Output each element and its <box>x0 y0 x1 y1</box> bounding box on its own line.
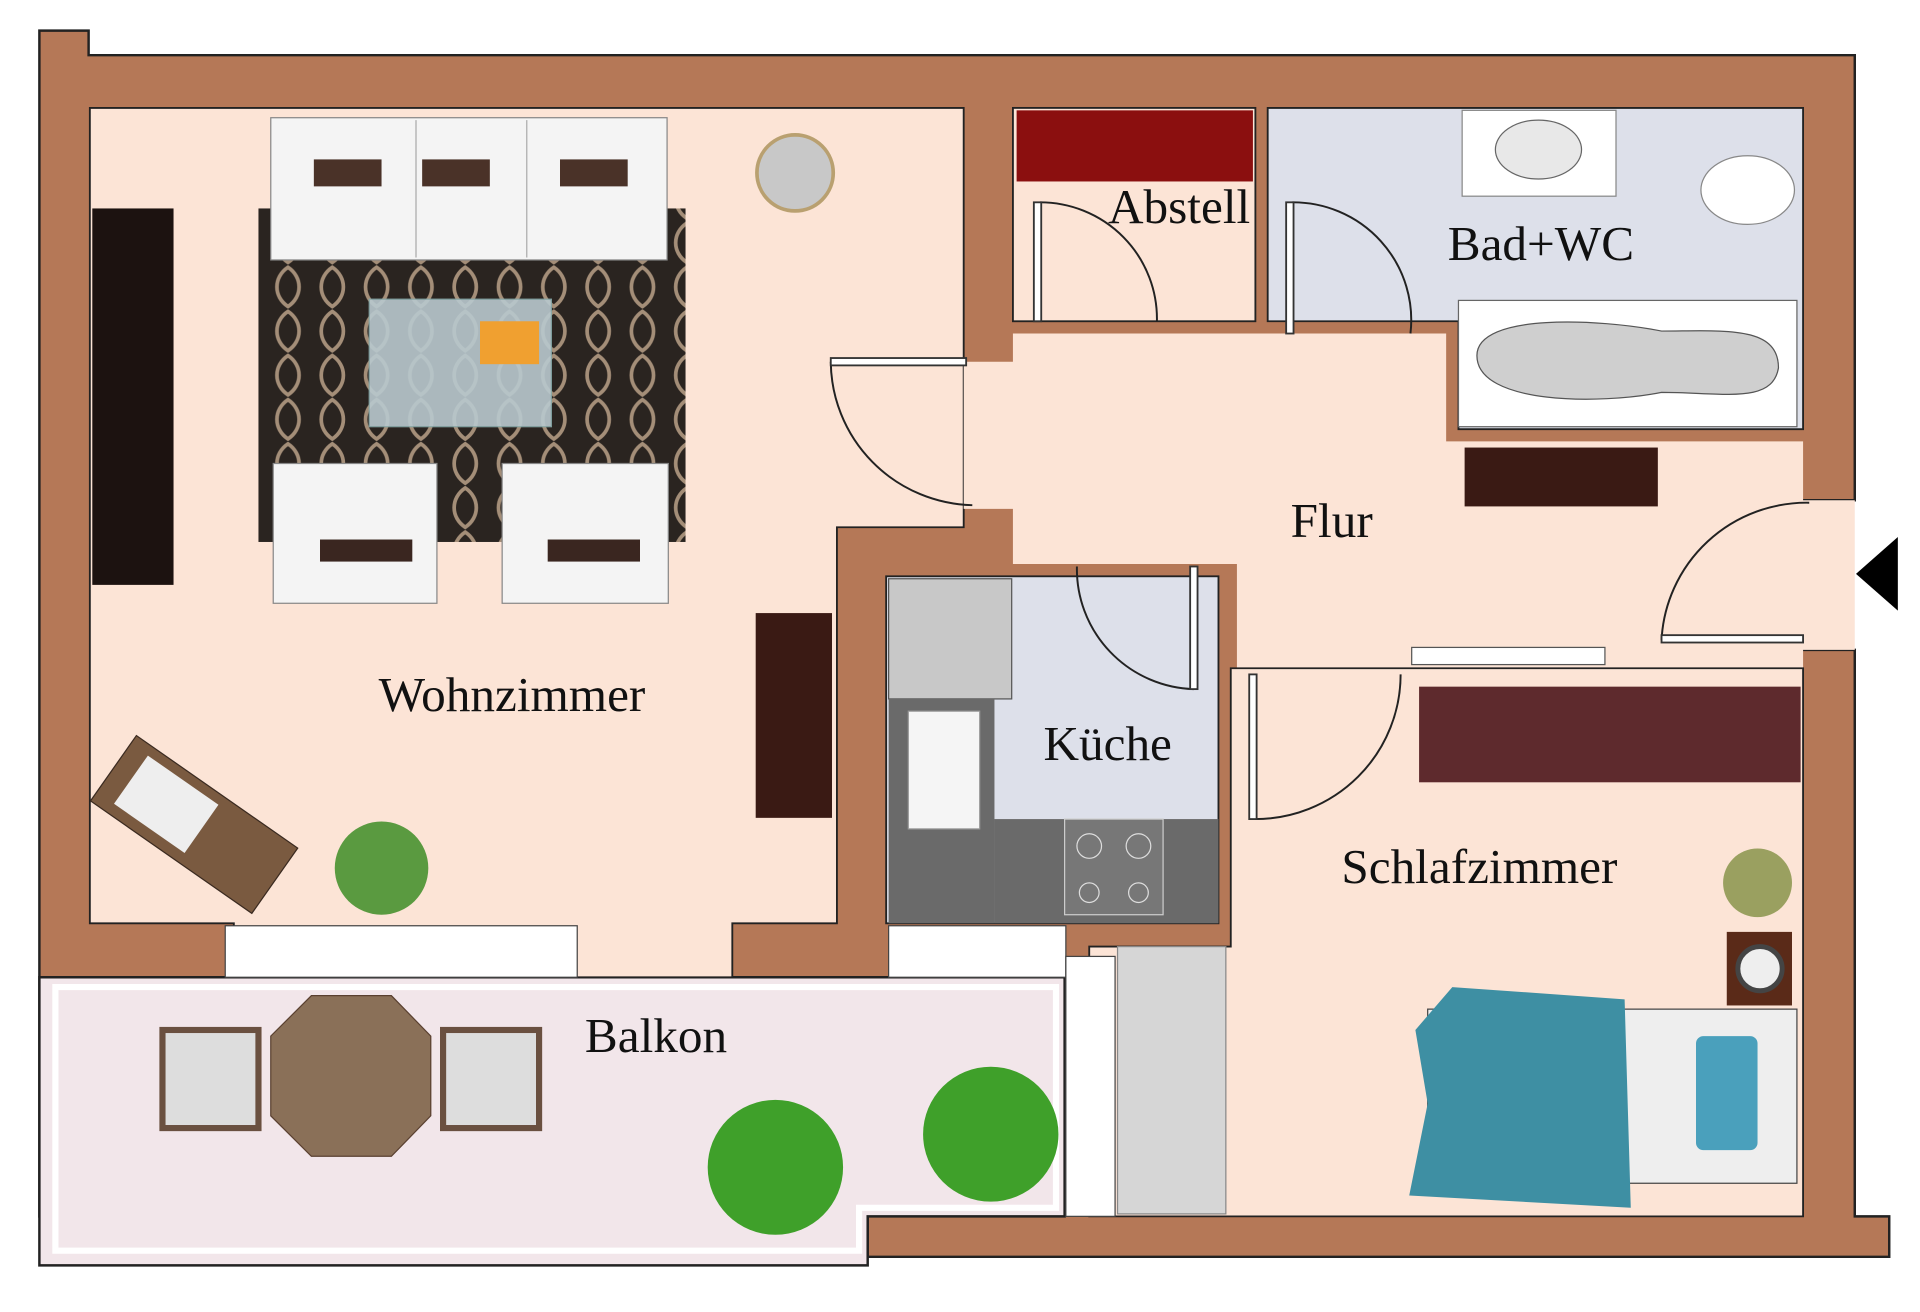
label-balkon: Balkon <box>585 1008 727 1063</box>
window <box>224 925 578 978</box>
plant <box>707 1099 844 1235</box>
balcony-chair <box>159 1026 262 1132</box>
balcony-chair <box>440 1026 543 1132</box>
balcony-table <box>270 995 432 1157</box>
hall-wardrobe <box>1116 945 1227 1215</box>
entrance-arrow-icon <box>1856 537 1898 611</box>
plant <box>923 1066 1059 1202</box>
side-table <box>755 133 836 213</box>
kitchen-sink <box>907 710 981 830</box>
desk <box>89 734 299 915</box>
fridge <box>888 578 1013 700</box>
label-schlafzimmer: Schlafzimmer <box>1341 839 1617 894</box>
plant <box>334 821 429 915</box>
label-wohnzimmer: Wohnzimmer <box>379 667 646 722</box>
sofa <box>270 117 668 261</box>
room-flur <box>963 333 1855 669</box>
hall-bench <box>1464 447 1658 507</box>
toilet <box>1700 155 1796 226</box>
label-kueche: Küche <box>1043 716 1171 771</box>
radiator <box>1411 646 1606 666</box>
label-flur: Flur <box>1291 493 1373 548</box>
label-abstell: Abstell <box>1108 179 1250 234</box>
sideboard <box>755 613 832 818</box>
armchair <box>501 462 669 604</box>
balcony-door <box>1065 955 1116 1217</box>
tv-cabinet <box>92 208 174 585</box>
plant <box>1723 848 1792 918</box>
window <box>888 925 1067 978</box>
wardrobe <box>1419 686 1801 783</box>
stove <box>1064 818 1164 916</box>
armchair <box>272 462 438 604</box>
label-bad: Bad+WC <box>1448 216 1634 271</box>
storage-shelf <box>1016 110 1253 182</box>
doors <box>829 201 1810 821</box>
